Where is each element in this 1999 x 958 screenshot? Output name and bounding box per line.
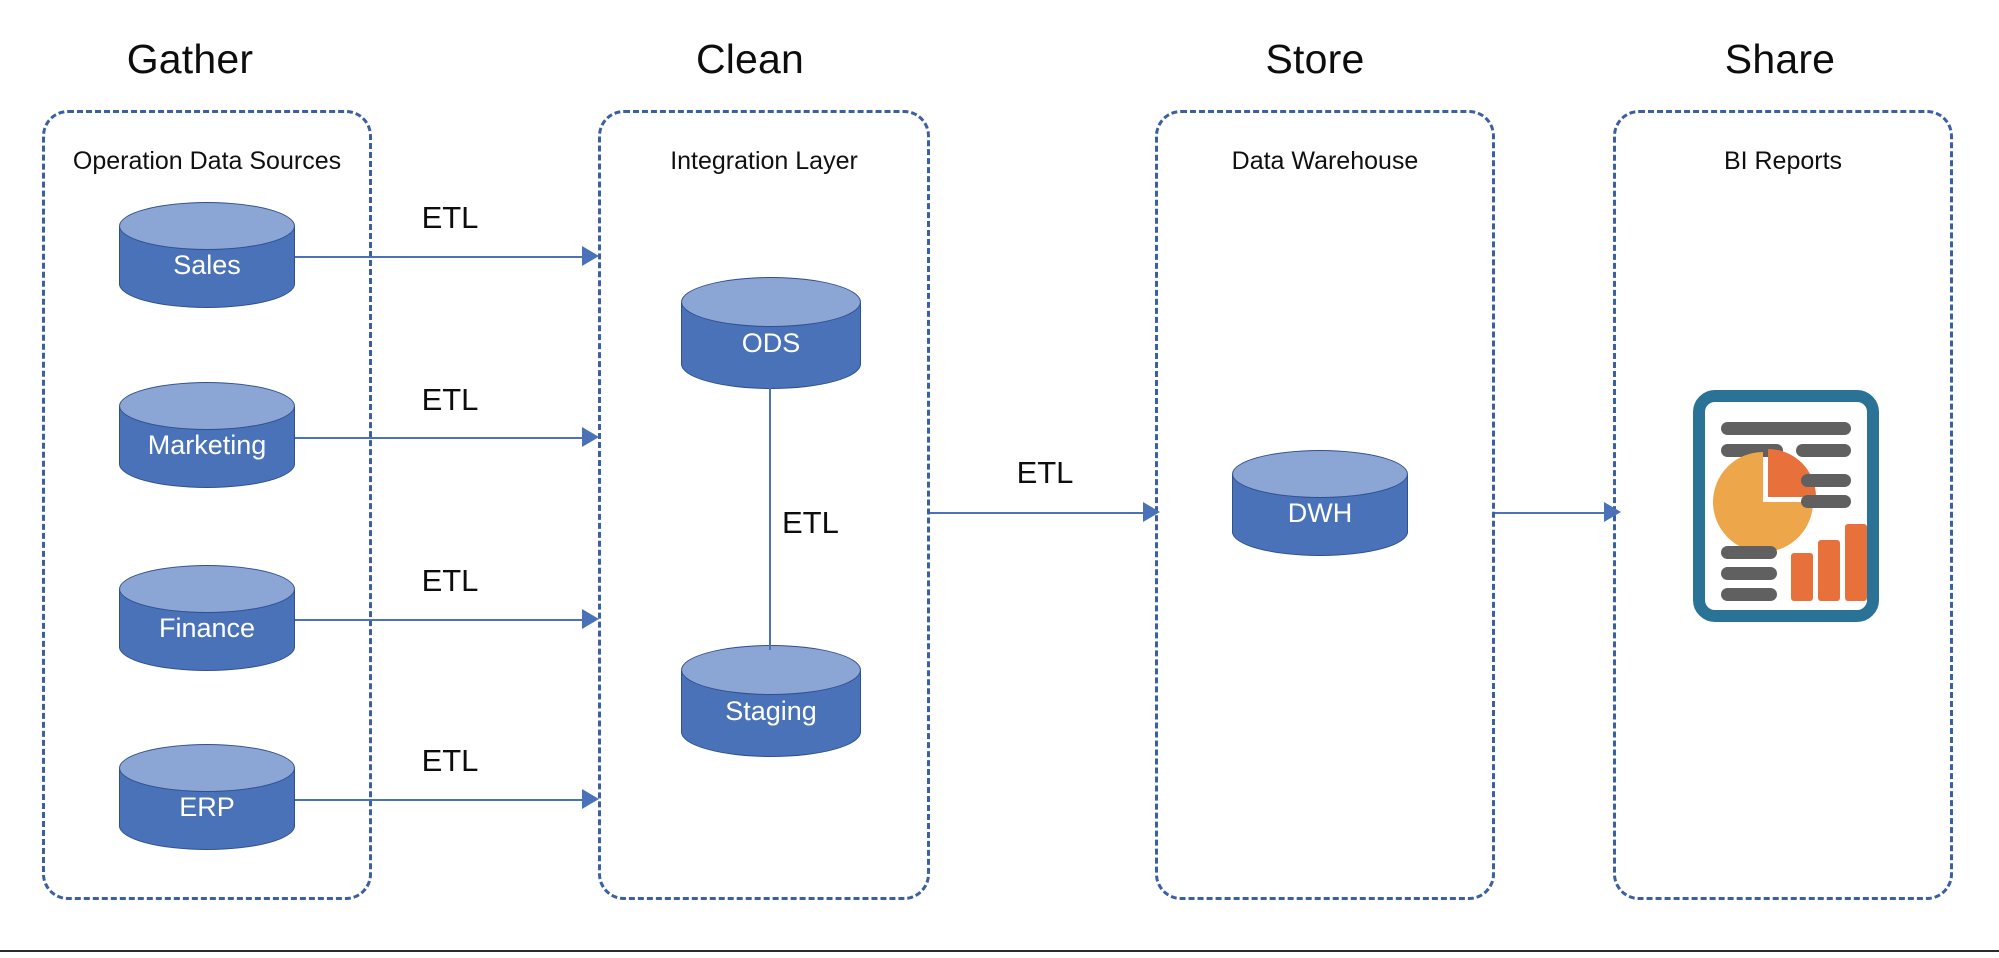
phase-title-gather: Gather <box>126 36 254 82</box>
arrow-head-icon <box>582 609 599 629</box>
connector-erp-to-clean <box>295 787 601 811</box>
cylinder-label: Staging <box>725 696 817 726</box>
connector-label-finance-to-clean: ETL <box>421 563 479 598</box>
cylinder-staging[interactable]: Staging <box>681 645 861 761</box>
connector-line <box>295 256 584 258</box>
cylinder-top <box>119 565 295 613</box>
zone-label-integration-layer: Integration Layer <box>670 147 858 175</box>
cylinder-erp[interactable]: ERP <box>119 744 295 854</box>
arrow-head-icon <box>1143 502 1160 522</box>
cylinder-top <box>681 277 861 327</box>
arrow-head-icon <box>582 427 599 447</box>
zone-label-data-warehouse: Data Warehouse <box>1231 147 1419 175</box>
cylinder-top <box>681 645 861 695</box>
connector-line <box>295 437 584 439</box>
connector-clean-to-store <box>930 500 1162 524</box>
phase-title-clean: Clean <box>695 36 805 82</box>
cylinder-ods[interactable]: ODS <box>681 277 861 393</box>
zone-label-operation-data-sources: Operation Data Sources <box>72 147 342 175</box>
arrow-head-icon <box>582 246 599 266</box>
footer-divider <box>0 950 1999 952</box>
cylinder-top <box>119 382 295 430</box>
connector-label-sales-to-clean: ETL <box>421 200 479 235</box>
cylinder-label: Finance <box>158 613 256 643</box>
phase-title-store: Store <box>1265 36 1365 82</box>
zone-label-bi-reports: BI Reports <box>1723 147 1843 175</box>
connector-label-clean-to-store: ETL <box>1016 455 1074 490</box>
connector-sales-to-clean <box>295 244 601 268</box>
zone-gather: Operation Data Sources <box>42 110 372 900</box>
connector-line <box>930 512 1145 514</box>
connector-ods-to-staging <box>769 388 773 650</box>
cylinder-label: Sales <box>173 250 241 280</box>
bi-report-icon[interactable] <box>1693 390 1879 622</box>
cylinder-marketing[interactable]: Marketing <box>119 382 295 492</box>
arrow-head-icon <box>582 789 599 809</box>
connector-finance-to-clean <box>295 607 601 631</box>
cylinder-dwh[interactable]: DWH <box>1232 450 1408 560</box>
cylinder-label: ERP <box>179 792 235 822</box>
phase-title-share: Share <box>1724 36 1836 82</box>
cylinder-top <box>1232 450 1408 498</box>
zone-clean: Integration Layer <box>598 110 930 900</box>
cylinder-sales[interactable]: Sales <box>119 202 295 312</box>
connector-store-to-share <box>1495 500 1623 524</box>
cylinder-label: DWH <box>1287 498 1353 528</box>
arrow-head-icon <box>1604 502 1621 522</box>
cylinder-label: Marketing <box>147 430 267 460</box>
cylinder-top <box>119 202 295 250</box>
cylinder-label: ODS <box>741 328 801 358</box>
connector-line <box>1495 512 1606 514</box>
connector-line <box>769 388 771 650</box>
connector-label-erp-to-clean: ETL <box>421 743 479 778</box>
connector-marketing-to-clean <box>295 425 601 449</box>
cylinder-top <box>119 744 295 792</box>
connector-line <box>295 799 584 801</box>
connector-line <box>295 619 584 621</box>
connector-label-marketing-to-clean: ETL <box>421 382 479 417</box>
cylinder-finance[interactable]: Finance <box>119 565 295 675</box>
connector-label-ods-to-staging: ETL <box>782 505 839 540</box>
